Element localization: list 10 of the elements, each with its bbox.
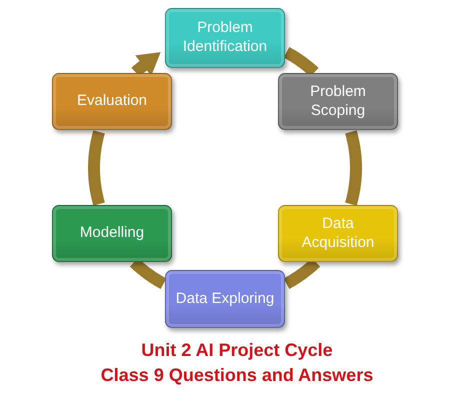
caption-text: Class 9 Questions and Answers [100, 365, 374, 386]
cycle-connector [88, 128, 105, 208]
caption-text: Unit 2 AI Project Cycle [141, 340, 333, 361]
stage-box: Modelling [52, 205, 172, 262]
stage-box: Data Exploring [165, 270, 285, 328]
cycle-connector [345, 128, 362, 208]
stage-box: Problem Identification [165, 8, 285, 68]
stage-box: Problem Scoping [278, 73, 398, 130]
stage-box: Evaluation [52, 73, 172, 130]
stage-box: Data Acquisition [278, 205, 398, 262]
